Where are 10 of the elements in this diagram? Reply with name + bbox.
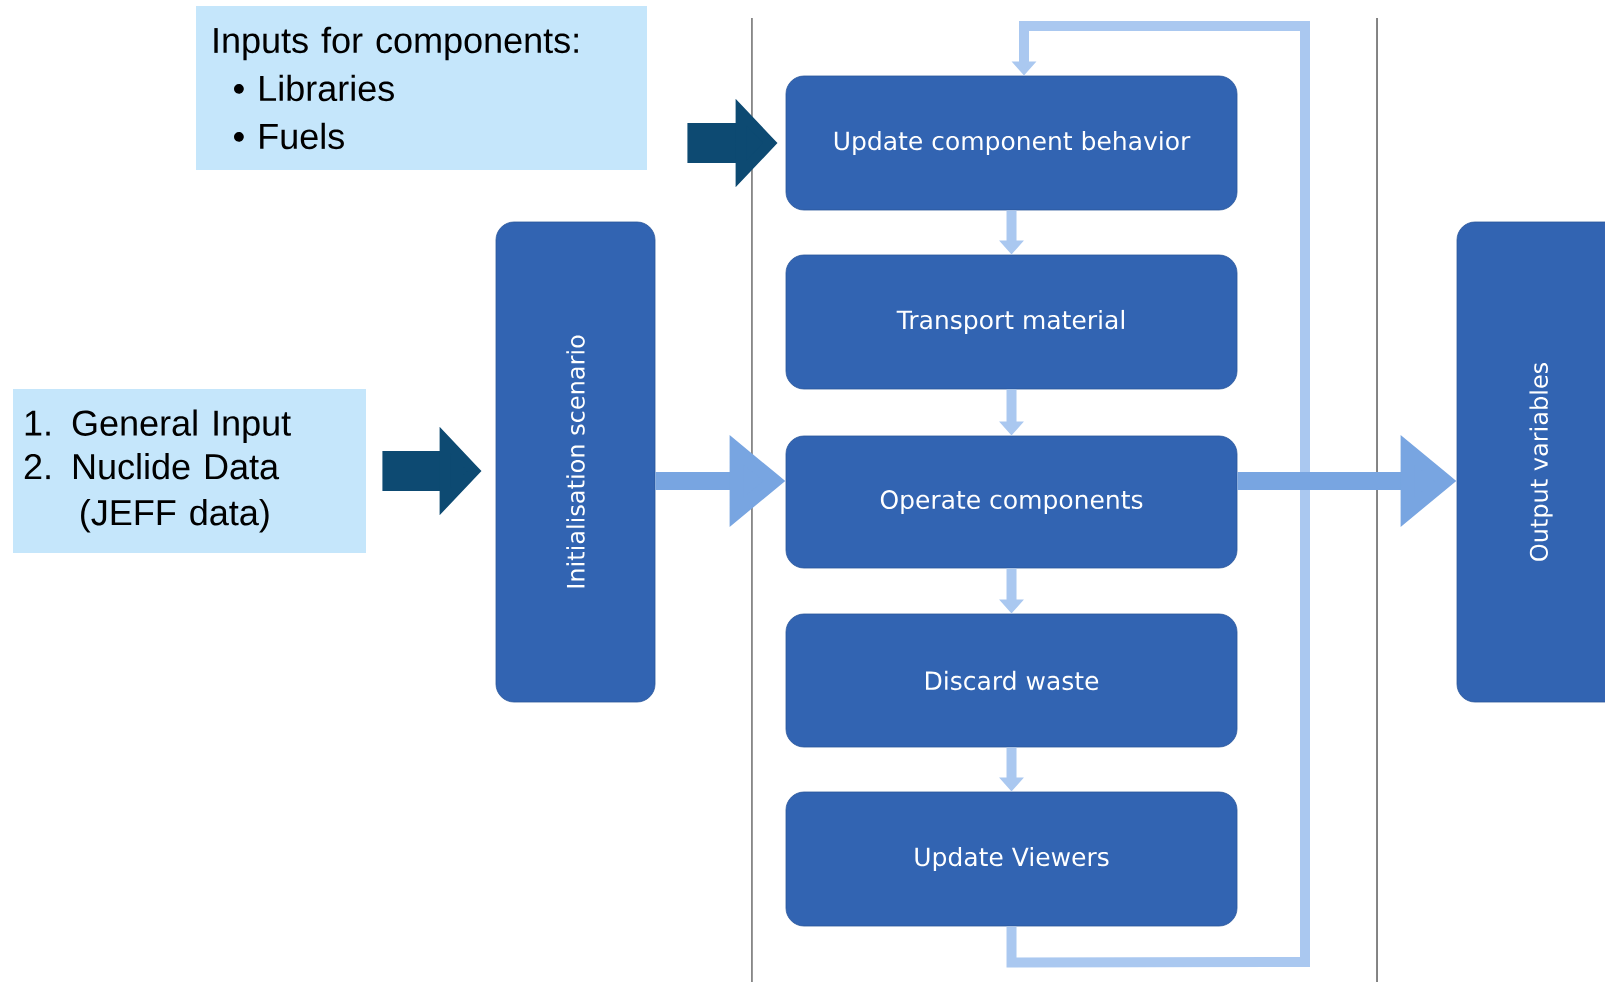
- loop-arrow: [1006, 21, 1310, 968]
- process-box: Operate components: [785, 435, 1238, 569]
- process-box: Transport material: [785, 254, 1238, 390]
- process-box: Update component behavior: [785, 75, 1238, 211]
- note-box: Inputs for components: • Libraries • Fuels: [196, 6, 647, 170]
- process-bar: Output variables: [1456, 221, 1605, 703]
- process-box: Discard waste: [785, 613, 1238, 748]
- note-box: 1. General Input 2. Nuclide Data (JEFF data): [13, 389, 366, 553]
- process-bar: Initialisation scenario: [495, 221, 656, 703]
- process-box: Update Viewers: [785, 791, 1238, 927]
